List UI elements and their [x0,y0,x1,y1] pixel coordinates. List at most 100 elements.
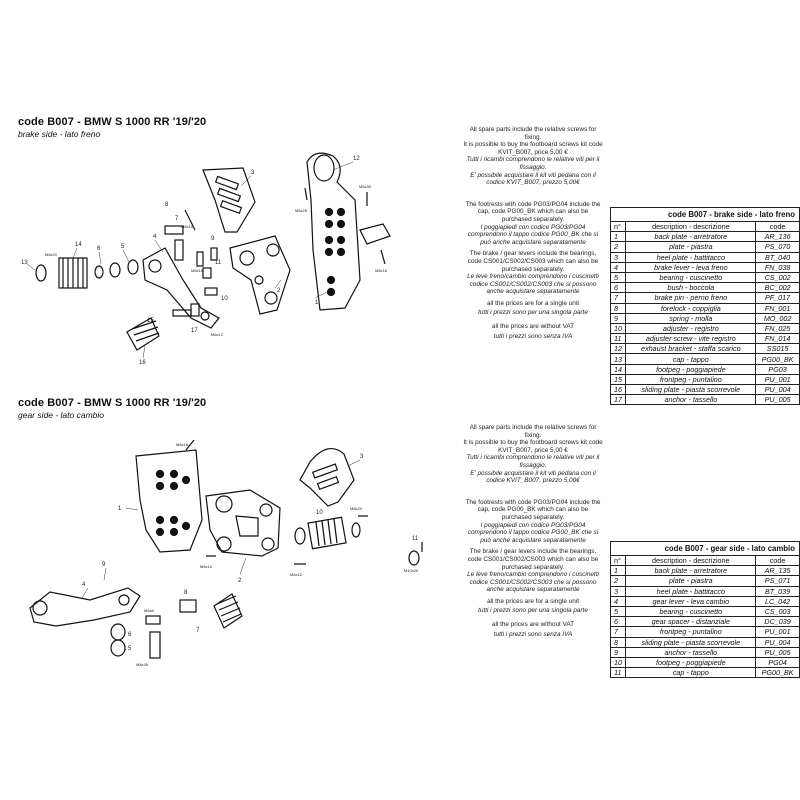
part-code: PU_004 [755,383,800,396]
part-code: BT_039 [755,585,800,597]
callout-label: 11 [412,536,419,542]
note-spare-parts: All spare parts include the relative scr… [469,424,597,439]
brake-side-exploded-diagram: 12 3 2 1 4 5 6 14 13 16 8 7 9 10 11 17 1… [21,152,391,366]
part-description: gear lever - leva cambio [625,595,757,607]
callout-label: 9 [102,562,106,568]
part-code: PG03 [755,363,800,375]
part-code: CS_003 [755,605,800,618]
note-unit-price: all the prices are for a single unit [486,299,579,307]
callout-label: 2 [277,288,281,294]
note-unit-price-it: tutti i prezzi sono per una singola part… [478,607,588,615]
screw-label: M6x12 [290,572,303,577]
part-description: back plate - arretratore [625,565,757,577]
part-number: 1 [609,231,627,243]
gear-parts-table: code B007 - gear side - lato cambio n° d… [609,541,800,679]
note-unit-price-it: tutti i prezzi sono per una singola part… [478,309,588,317]
screw-label: M10x20 [404,568,419,573]
part-code: PS_071 [755,575,800,587]
callout-label: 2 [238,578,242,584]
note-levers-it: Le leve freno/cambio comprendono i cusci… [467,273,599,296]
callout-label: 3 [360,454,364,460]
note-screws-kit-it: E' possibile acquistare il kit viti peda… [470,171,596,187]
part-code: AR_135 [755,565,800,577]
part-number: 3 [609,251,627,263]
part-description: frontpeg - puntalino [625,626,757,638]
callout-label: 13 [21,260,28,266]
part-description: cap - tappo [625,353,757,365]
part-description: plate - piastra [625,575,757,587]
part-code: PG04 [755,656,800,669]
part-number: 5 [609,271,627,284]
callout-label: 17 [191,328,198,334]
callout-label: 7 [175,216,179,222]
part-number: 16 [609,383,627,396]
part-description: cap - tappo [625,667,757,679]
part-code: PU_001 [755,626,800,638]
screw-label: M8x35 [136,662,149,667]
note-levers: The brake / gear levers include the bear… [467,548,599,571]
note-screws-kit: It is possible to buy the footboard scre… [463,141,603,156]
part-description: footpeg - poggiapiede [625,363,757,375]
screw-label: M6x10 [200,564,213,569]
part-code: CS_002 [755,271,800,284]
screw-label: M6x16 [191,268,204,273]
callout-label: 12 [353,156,360,162]
part-description: brake lever - leva freno [625,261,757,273]
callout-label: 7 [196,628,200,634]
callout-label: 1 [118,506,122,512]
note-vat-it: tutti i prezzi sono senza IVA [493,630,573,638]
callout-label: 16 [139,360,146,366]
part-description: sliding plate - piasta scorrevole [625,383,757,396]
part-description: exhaust bracket - staffa scarico [625,343,757,355]
part-description: heel plate - battitacco [625,585,757,597]
part-number: 1 [609,565,627,577]
screw-label: M6x12 [211,332,224,337]
part-code: FN_038 [755,261,800,273]
column-header-description: description - descrizione [625,220,757,233]
note-vat: all the prices are without VAT [491,323,575,331]
part-number: 11 [609,667,627,679]
brake-parts-table: code B007 - brake side - lato freno n° d… [609,207,800,406]
gear-side-exploded-diagram: 1 2 3 4 5 6 7 8 9 10 11 M6x16 M6x10 M6x1… [29,440,423,667]
callout-label: 8 [184,590,188,596]
note-footrests: The footrests with code PG03/PG04 includ… [465,200,601,223]
part-description: bearing - cuscinetto [625,271,757,284]
part-code: BT_040 [755,251,800,263]
note-spare-parts-it: Tutti i ricambi comprendono le relative … [466,454,600,469]
note-levers-it: Le leve freno/cambio comprendono i cusci… [467,571,599,594]
note-screws-kit-it: E' possibile acquistare il kit viti peda… [470,469,596,485]
part-number: 10 [609,656,627,669]
column-header-description: description - descrizione [625,554,757,567]
note-screws-kit: It is possible to buy the footboard scre… [463,439,603,454]
brake-table-title: code B007 - brake side - lato freno [610,207,800,222]
callout-label: 9 [211,236,215,242]
part-code: LC_042 [755,595,800,607]
part-code: FN_025 [755,322,800,335]
callout-label: 3 [251,170,255,176]
part-code: PU_005 [755,394,800,406]
part-description: anchor - tassello [625,646,757,658]
part-number: 8 [609,302,627,314]
part-description: anchor - tassello [625,394,757,406]
part-description: forelock - coppiglia [625,302,757,314]
part-description: footpeg - poggiapiede [625,656,757,669]
part-number: 2 [609,575,627,587]
part-number: 13 [609,353,627,365]
gear-table-title: code B007 - gear side - lato cambio [610,541,800,556]
screw-label: M8x20 [45,252,58,257]
part-code: FN_014 [755,333,800,345]
